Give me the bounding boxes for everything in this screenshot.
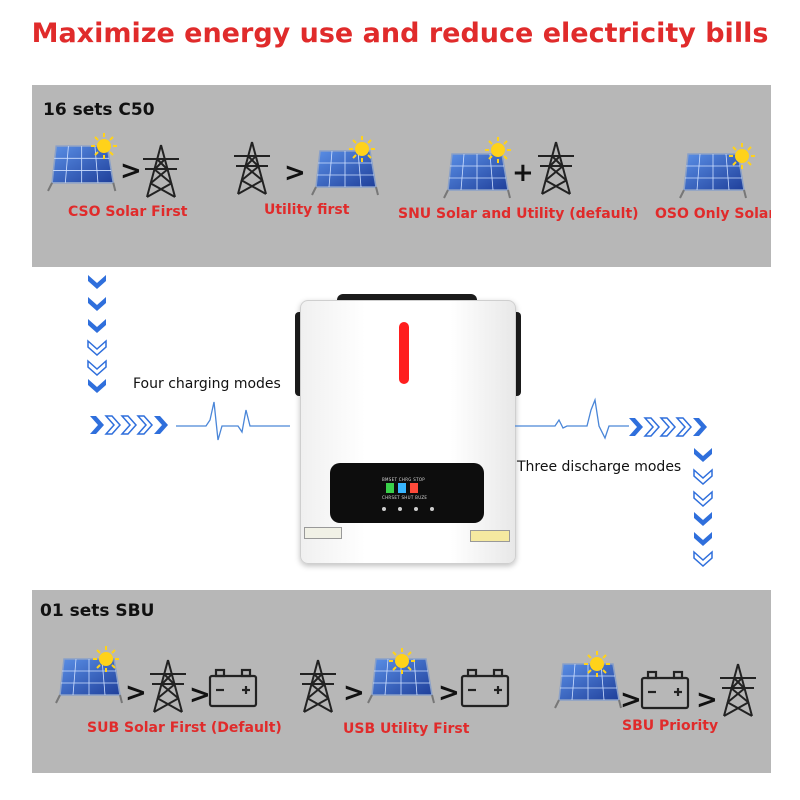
power-tower-icon: [537, 141, 575, 195]
top-mode-panel: [32, 85, 771, 267]
charging-flow-arrows: [90, 401, 290, 441]
greater-than-symbol: >: [696, 685, 718, 715]
down-chevrons-left: [87, 275, 107, 393]
mode-label-usb: USB Utility First: [343, 721, 470, 737]
greater-than-symbol: >: [120, 156, 142, 186]
display-buttons: [382, 507, 434, 511]
display-segment-blue: [398, 483, 406, 493]
plus-symbol: +: [512, 158, 534, 188]
warning-sticker: [470, 530, 510, 542]
solar-panel-icon: [679, 142, 756, 199]
battery-icon: [208, 668, 258, 708]
discharge-modes-label: Three discharge modes: [517, 459, 682, 475]
display-segment-green: [386, 483, 394, 493]
page-title: Maximize energy use and reduce electrici…: [31, 18, 769, 49]
mode-label-cso: CSO Solar First: [68, 204, 188, 220]
mode-label-sub: SUB Solar First (Default): [87, 720, 282, 736]
display-readout-2: CHRSET SHUT BUZE: [382, 495, 428, 500]
power-tower-icon: [719, 663, 757, 717]
mode-label-snu: SNU Solar and Utility (default): [398, 206, 639, 222]
display-button[interactable]: [414, 507, 418, 511]
power-tower-icon: [299, 659, 337, 713]
greater-than-symbol: >: [343, 678, 365, 708]
indicator-light-bar: [399, 322, 409, 384]
discharge-flow-arrows: [515, 397, 707, 440]
solar-panel-icon: [554, 650, 622, 709]
greater-than-symbol: >: [189, 680, 211, 710]
power-tower-icon: [233, 141, 271, 195]
mode-label-oso: OSO Only Solar: [655, 206, 771, 222]
top-section-heading: 16 sets C50: [43, 100, 155, 120]
greater-than-symbol: >: [125, 678, 147, 708]
solar-panel-icon: [311, 135, 379, 196]
battery-icon: [460, 668, 510, 708]
solar-panel-icon: [46, 132, 118, 192]
solar-panel-icon: [55, 645, 123, 704]
power-tower-icon: [149, 659, 187, 713]
display-button[interactable]: [398, 507, 402, 511]
caution-sticker: [304, 527, 342, 539]
mode-label-utility-first: Utility first: [264, 202, 350, 218]
battery-icon: [640, 670, 690, 710]
charging-modes-label: Four charging modes: [133, 376, 281, 392]
solar-panel-icon: [367, 647, 435, 704]
greater-than-symbol: >: [438, 678, 460, 708]
solar-panel-icon: [443, 136, 512, 199]
bottom-section-heading: 01 sets SBU: [40, 601, 155, 621]
inverter-display: BMSET CHRG STOP CHRSET SHUT BUZE: [330, 463, 484, 523]
down-chevrons-right: [693, 448, 713, 567]
display-button[interactable]: [382, 507, 386, 511]
display-readout: BMSET CHRG STOP: [382, 477, 426, 482]
display-button[interactable]: [430, 507, 434, 511]
power-tower-icon: [142, 144, 180, 198]
greater-than-symbol: >: [284, 158, 306, 188]
display-segment-red: [410, 483, 418, 493]
mode-label-sbu: SBU Priority: [622, 718, 719, 734]
greater-than-symbol: >: [620, 685, 642, 715]
